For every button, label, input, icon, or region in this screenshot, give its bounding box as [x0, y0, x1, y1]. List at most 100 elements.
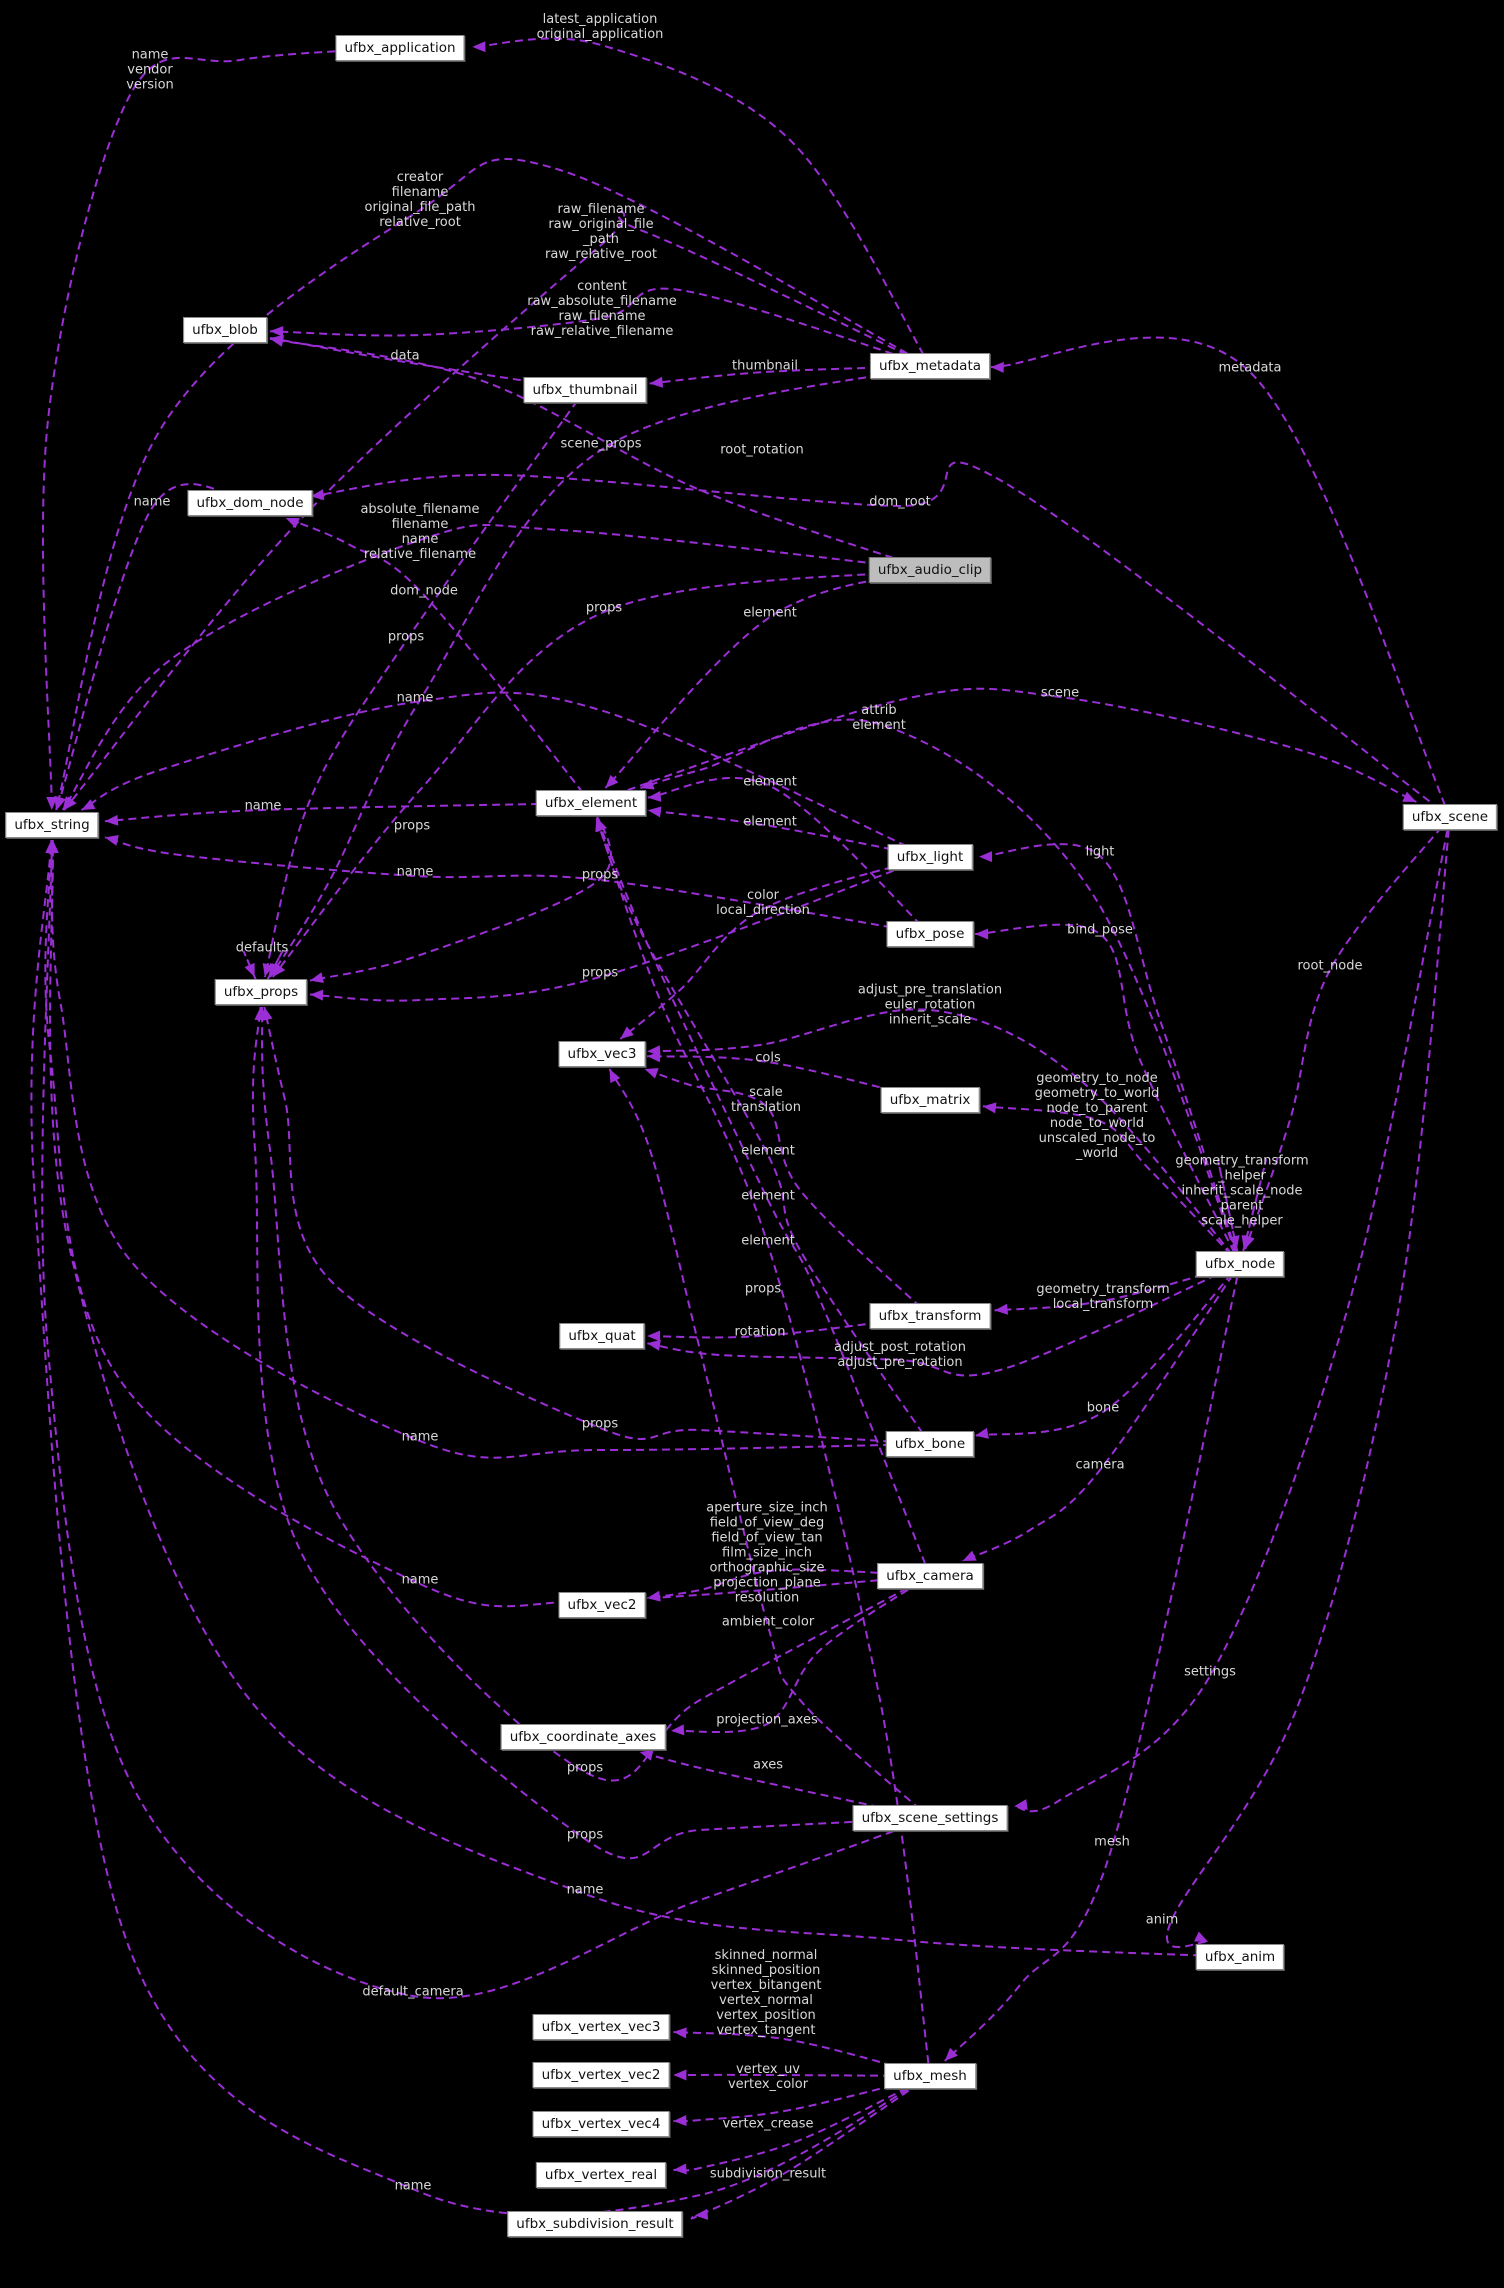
node-ufbx_scene[interactable]: ufbx_scene	[1402, 804, 1498, 830]
node-ufbx_pose[interactable]: ufbx_pose	[886, 921, 974, 947]
edge-meta-blob	[270, 287, 931, 367]
arrowhead-node-matrix	[982, 1102, 997, 1114]
edge-mesh-vvec2	[673, 2073, 931, 2077]
edge-node-bone	[974, 1263, 1241, 1437]
node-ufbx_vertex_vec3[interactable]: ufbx_vertex_vec3	[532, 2014, 670, 2040]
arrowhead-transform-quat	[647, 1330, 661, 1342]
arrowhead-props-props	[244, 962, 255, 977]
node-ufbx_dom_node[interactable]: ufbx_dom_node	[187, 490, 313, 516]
node-ufbx_vertex_vec2[interactable]: ufbx_vertex_vec2	[532, 2062, 670, 2088]
arrowhead-settings-vec3	[609, 1069, 621, 1084]
edge-light-vec3	[619, 856, 931, 1040]
edge-elem-str	[104, 802, 592, 823]
arrowhead-scene-dom	[310, 489, 325, 501]
edge-audio-str	[61, 523, 931, 811]
arrowhead-transform-vec3	[644, 1068, 659, 1079]
arrowhead-bone-elem	[596, 818, 607, 833]
node-ufbx_vertex_real[interactable]: ufbx_vertex_real	[535, 2162, 667, 2188]
arrowhead-elem-str	[104, 814, 119, 826]
node-ufbx_application[interactable]: ufbx_application	[335, 35, 465, 61]
arrowhead-elem-dom	[285, 517, 300, 529]
node-ufbx_audio_clip[interactable]: ufbx_audio_clip	[868, 557, 992, 583]
edge-elem-scene	[590, 687, 1417, 804]
node-ufbx_vertex_vec4[interactable]: ufbx_vertex_vec4	[532, 2111, 670, 2137]
arrowhead-app-str	[46, 796, 58, 810]
edge-scene-settings	[1013, 816, 1451, 1813]
node-ufbx_matrix[interactable]: ufbx_matrix	[880, 1087, 980, 1113]
arrowhead-dom-str	[55, 795, 66, 810]
edge-meta-str	[55, 157, 931, 811]
arrowhead-light-props	[310, 989, 324, 1001]
node-ufbx_thumbnail[interactable]: ufbx_thumbnail	[523, 377, 647, 403]
edge-settings-str	[41, 839, 931, 2000]
arrowhead-mesh-vvec4	[673, 2115, 687, 2127]
node-ufbx_node[interactable]: ufbx_node	[1195, 1251, 1285, 1277]
arrowhead-elem-props	[310, 972, 324, 984]
edge-node-camera	[962, 1263, 1241, 1562]
edge-node-node	[1239, 1158, 1268, 1265]
edge-node-quat	[646, 1263, 1241, 1377]
arrowhead-scene-anim	[1194, 1931, 1209, 1942]
node-ufbx_camera[interactable]: ufbx_camera	[877, 1563, 983, 1589]
node-ufbx_element[interactable]: ufbx_element	[535, 790, 647, 816]
edge-meta-thumb	[649, 365, 931, 385]
edge-meta-str	[63, 210, 931, 811]
node-ufbx_coordinate_axes[interactable]: ufbx_coordinate_axes	[500, 1724, 666, 1750]
node-ufbx_props[interactable]: ufbx_props	[214, 979, 308, 1005]
arrowhead-camera-vec2	[647, 1590, 661, 1602]
edge-audio-blob	[269, 337, 931, 571]
arrowhead-props-props	[268, 962, 280, 977]
edge-props-props	[242, 950, 262, 993]
arrowhead-meta-blob	[270, 325, 284, 337]
arrowhead-matrix-vec3	[647, 1051, 661, 1063]
arrowhead-pose-str	[104, 835, 119, 846]
edge-light-elem	[647, 809, 931, 858]
node-ufbx_transform[interactable]: ufbx_transform	[869, 1303, 991, 1329]
arrowhead-mesh-vvec3	[673, 2027, 687, 2039]
node-ufbx_anim[interactable]: ufbx_anim	[1195, 1944, 1285, 1970]
arrowhead-mesh-vvec2	[673, 2069, 687, 2081]
arrowhead-node-bone	[975, 1427, 989, 1439]
arrowhead-audio-elem	[605, 774, 619, 788]
arrowhead-mesh-str	[45, 840, 57, 854]
arrowhead-camera-axes	[671, 1724, 685, 1736]
node-ufbx_vec3[interactable]: ufbx_vec3	[558, 1041, 646, 1067]
edge-props-props	[260, 950, 284, 993]
arrowhead-elem-scene	[1402, 791, 1417, 802]
edge-pose-elem	[647, 776, 931, 935]
arrowhead-node-mesh	[944, 2047, 958, 2061]
node-ufbx_mesh[interactable]: ufbx_mesh	[884, 2063, 976, 2089]
arrowhead-meta-thumb	[649, 376, 664, 388]
edge-node-node	[1216, 1158, 1241, 1265]
arrowhead-pose-elem	[647, 790, 662, 802]
edge-camera-str	[44, 839, 931, 1608]
arrowhead-mesh-vreal	[673, 2163, 687, 2175]
node-ufbx_string[interactable]: ufbx_string	[5, 812, 99, 838]
edge-camera-axes	[670, 1575, 931, 1734]
edge-mesh-elem	[595, 817, 931, 2077]
node-ufbx_bone[interactable]: ufbx_bone	[885, 1431, 975, 1457]
edge-bone-str	[50, 839, 931, 1459]
node-ufbx_scene_settings[interactable]: ufbx_scene_settings	[852, 1805, 1008, 1831]
edge-anim-str	[49, 839, 1241, 1958]
arrowhead-light-elem	[647, 806, 662, 818]
node-ufbx_subdivision_result[interactable]: ufbx_subdivision_result	[507, 2211, 683, 2237]
node-ufbx_blob[interactable]: ufbx_blob	[183, 317, 267, 343]
edge-meta-app	[472, 37, 931, 367]
arrowhead-settings-axes	[639, 1750, 654, 1761]
arrowhead-node-node	[1241, 1235, 1253, 1249]
edge-settings-vec3	[608, 1068, 931, 1819]
edge-mesh-str	[30, 839, 931, 2217]
node-ufbx_light[interactable]: ufbx_light	[887, 844, 973, 870]
edge-node-matrix	[982, 1105, 1241, 1265]
arrowhead-scene-settings	[1014, 1799, 1028, 1811]
node-ufbx_metadata[interactable]: ufbx_metadata	[869, 353, 991, 379]
edge-camera-elem	[596, 817, 931, 1577]
edge-mesh-subdiv	[690, 2075, 931, 2220]
node-ufbx_quat[interactable]: ufbx_quat	[559, 1323, 645, 1349]
edge-light-str	[81, 691, 931, 858]
arrowhead-meta-app	[472, 41, 486, 53]
node-ufbx_vec2[interactable]: ufbx_vec2	[558, 1592, 646, 1618]
arrowhead-light-str	[81, 799, 96, 810]
